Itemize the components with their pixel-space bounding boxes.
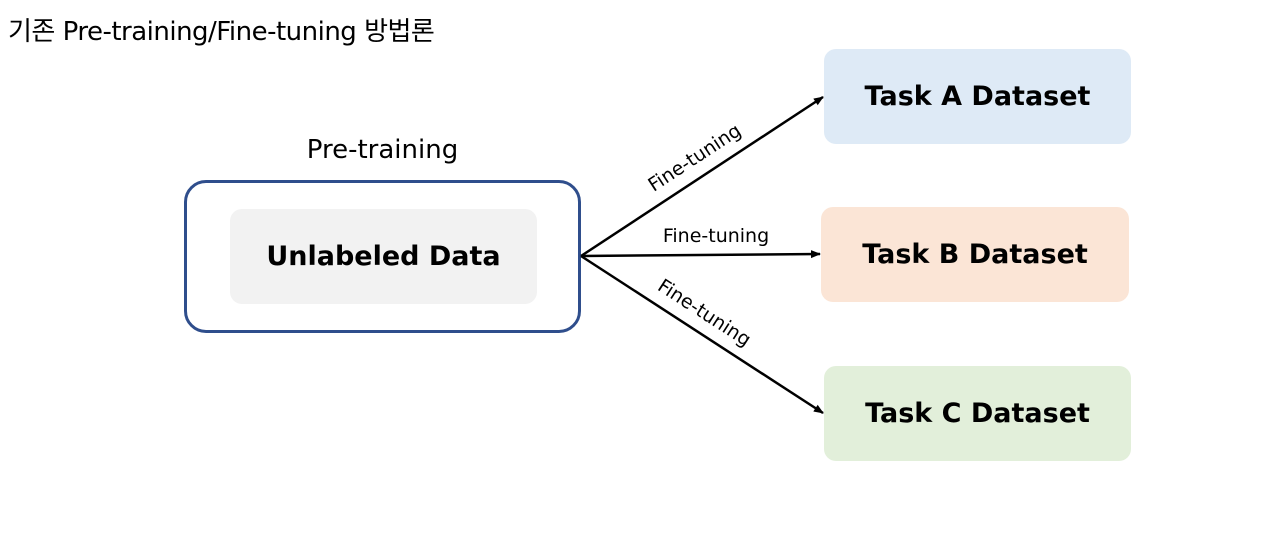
task-c-dataset-box: Task C Dataset: [824, 366, 1131, 461]
arrow-to-task-c: [580, 254, 824, 415]
pretraining-label: Pre-training: [306, 135, 459, 165]
unlabeled-data-box: Unlabeled Data: [230, 209, 537, 304]
page-title: 기존 Pre-training/Fine-tuning 방법론: [8, 17, 435, 47]
task-b-dataset-box: Task B Dataset: [821, 207, 1129, 302]
arrow-to-task-a: [580, 95, 824, 258]
edge-label-task-b: Fine-tuning: [663, 225, 769, 247]
arrow-to-task-b: [580, 250, 821, 259]
task-a-dataset-box: Task A Dataset: [824, 49, 1131, 144]
